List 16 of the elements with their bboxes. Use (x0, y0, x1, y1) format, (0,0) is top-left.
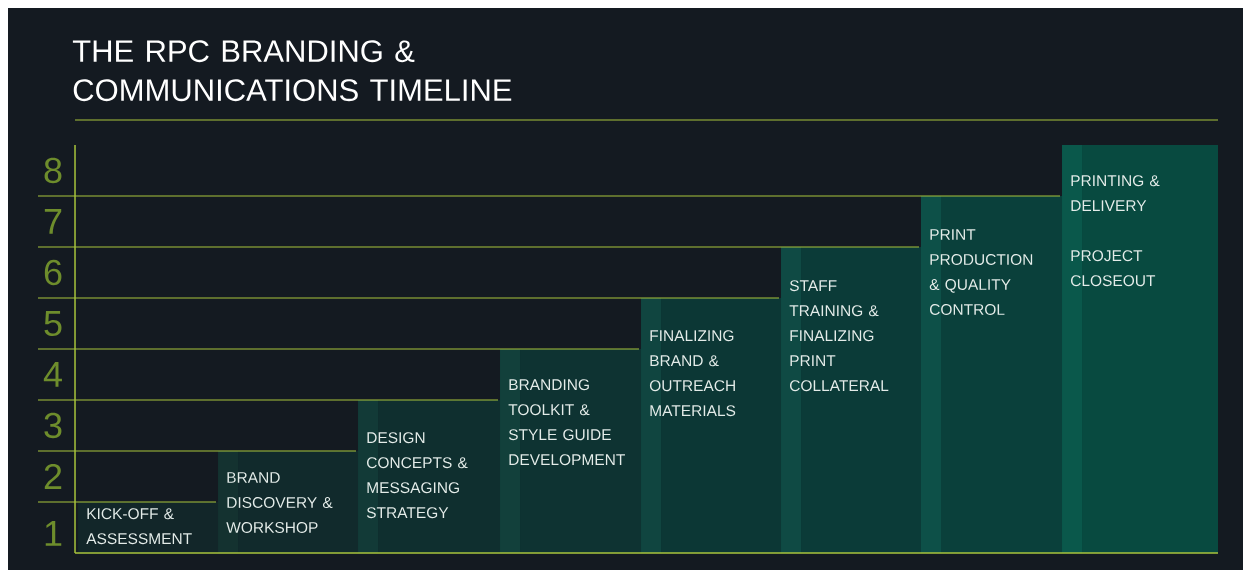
title: THE RPC BRANDING & COMMUNICATIONS TIMELINE (72, 40, 512, 102)
level-number: 7 (44, 209, 62, 234)
level-number: 5 (44, 310, 62, 337)
step-bar: BRAND DISCOVERY & WORKSHOP (218, 451, 358, 553)
step-bar: DESIGN CONCEPTS & MESSAGING STRATEGY (358, 400, 500, 553)
step-bar: PRINTING & DELIVERY PROJECT CLOSEOUT (1062, 145, 1218, 553)
step-bar: PRINT PRODUCTION & QUALITY CONTROL (921, 196, 1062, 553)
step-bar: STAFF TRAINING & FINALIZING PRINT COLLATERAL (781, 247, 921, 553)
level-number: 6 (44, 259, 62, 286)
level-number: 8 (44, 157, 62, 184)
step-bar: KICK-OFF & ASSESSMENT (78, 502, 218, 553)
level-number: 2 (44, 463, 62, 490)
level-number: 4 (43, 362, 62, 387)
level-number: 3 (44, 412, 62, 439)
step-bar: FINALIZING BRAND & OUTREACH MATERIALS (641, 298, 781, 553)
step-bar: BRANDING TOOLKIT & STYLE GUIDE DEVELOPMENT (500, 349, 641, 553)
